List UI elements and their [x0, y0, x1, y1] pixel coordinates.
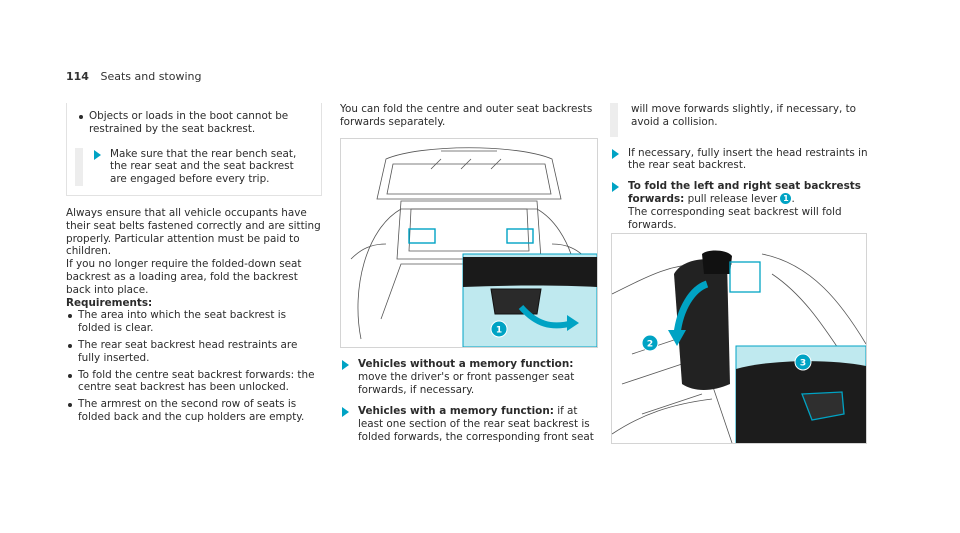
- svg-text:2: 2: [647, 340, 653, 350]
- svg-text:3: 3: [800, 359, 806, 369]
- callout-badge: 1: [780, 193, 792, 205]
- warning-step: Make sure that the rear bench seat, the …: [75, 147, 313, 186]
- requirements-list: The area into which the seat backrest is…: [66, 309, 321, 423]
- column-2: You can fold the centre and outer seat b…: [340, 103, 598, 129]
- step-arrow-icon: [340, 405, 358, 443]
- page-header: 114 Seats and stowing: [66, 70, 201, 83]
- head-restraint-highlight: [729, 261, 761, 293]
- requirements-label: Requirements:: [66, 296, 153, 309]
- continuation-box: will move forwards slightly, if necessar…: [610, 103, 868, 137]
- column-1: Objects or loads in the boot cannot be r…: [66, 103, 322, 428]
- boot-illustration: 1: [350, 147, 597, 347]
- callout-3: [794, 353, 812, 371]
- step-arrow-icon: [340, 358, 358, 396]
- callout-2: [641, 334, 659, 352]
- step-no-memory: Vehicles without a memory function: move…: [340, 358, 598, 396]
- list-item: The rear seat backrest head restraints a…: [66, 339, 321, 365]
- section-title: Seats and stowing: [100, 70, 202, 83]
- figure-boot-backrest: 1: [340, 138, 598, 348]
- fold-arrow-icon: [673, 280, 709, 335]
- step-head-restraints: If necessary, fully insert the head rest…: [610, 147, 868, 173]
- list-item: The armrest on the second row of seats i…: [66, 398, 321, 424]
- intro-text: You can fold the centre and outer seat b…: [340, 103, 593, 128]
- step-arrow-icon: [610, 180, 628, 231]
- column-2-steps: Vehicles without a memory function: move…: [340, 358, 598, 450]
- step-arrow-icon: [610, 147, 628, 173]
- step-memory: Vehicles with a memory function: if at l…: [340, 405, 598, 443]
- list-item: To fold the centre seat backrest forward…: [66, 369, 321, 395]
- list-item: The area into which the seat backrest is…: [66, 309, 321, 335]
- page-number: 114: [66, 70, 89, 83]
- paragraph-seatbelts: Always ensure that all vehicle occupants…: [66, 206, 321, 258]
- column-3: will move forwards slightly, if necessar…: [610, 103, 868, 237]
- left-lever-highlight: [408, 228, 436, 244]
- callout-1: [490, 320, 508, 338]
- seat-illustration: 2 3: [612, 250, 866, 443]
- warning-bullet: Objects or loads in the boot cannot be r…: [67, 110, 313, 136]
- paragraph-fold-back: If you no longer require the folded-down…: [66, 258, 302, 296]
- right-lever-highlight: [506, 228, 534, 244]
- figure-seat-backrest: 2 3: [611, 233, 867, 444]
- svg-text:1: 1: [496, 326, 502, 336]
- step-arrow-icon: [92, 148, 110, 186]
- release-lever-highlight: [801, 391, 845, 421]
- warning-box: Objects or loads in the boot cannot be r…: [66, 103, 322, 196]
- step-fold-backrests: To fold the left and right seat backrest…: [610, 180, 868, 231]
